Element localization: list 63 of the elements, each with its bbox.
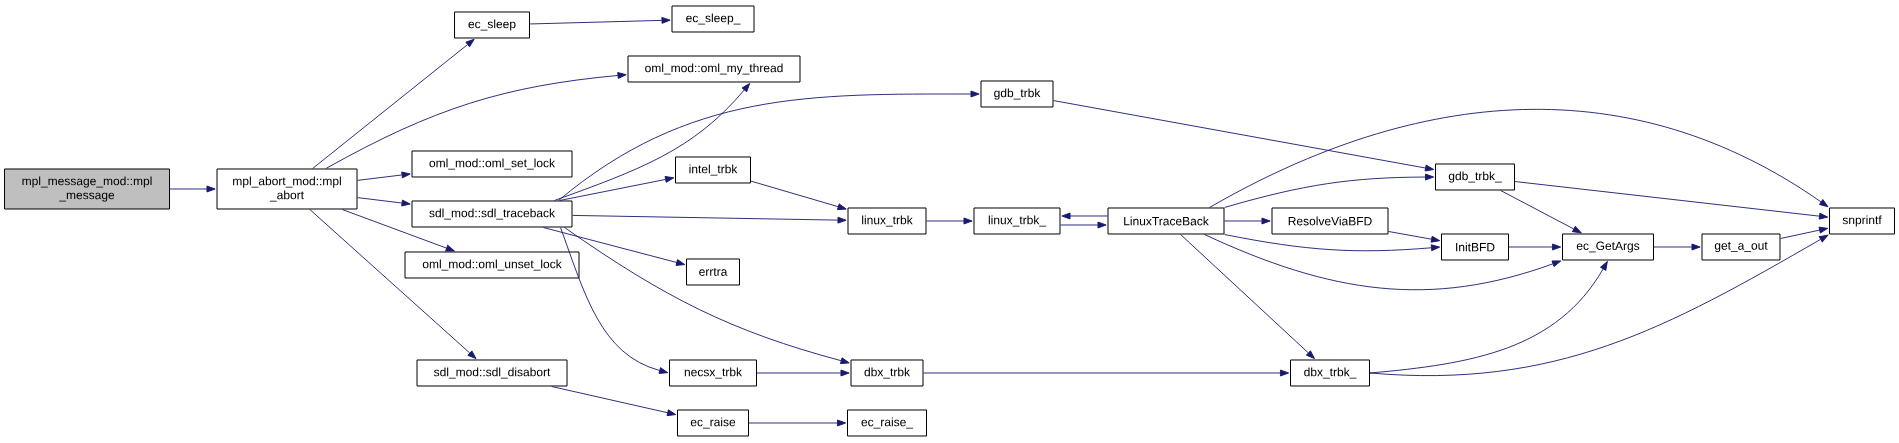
arrow: [926, 217, 973, 225]
arrow: [1061, 212, 1108, 220]
arrow: [1500, 190, 1582, 234]
function-box: gdb_trbk_: [1435, 163, 1515, 191]
arrow: [1209, 109, 1829, 208]
arrow: [1180, 234, 1315, 359]
function-box: intel_trbk: [675, 156, 751, 184]
function-box: dbx_trbk: [850, 359, 924, 387]
function-box: oml_mod::oml_unset_lock: [404, 251, 580, 279]
function-box: oml_mod::oml_set_lock: [411, 150, 573, 178]
function-box: linux_trbk: [847, 207, 927, 235]
arrow: [1224, 217, 1271, 225]
function-box: ec_GetArgs: [1562, 233, 1654, 261]
function-box: ec_sleep: [454, 11, 530, 39]
arrow: [564, 227, 850, 365]
arrow: [542, 227, 686, 266]
arrow: [357, 197, 411, 207]
arrow: [312, 38, 475, 169]
function-box: sdl_mod::sdl_disabort: [416, 359, 568, 387]
function-box: ec_sleep_: [671, 5, 755, 33]
arrow: [169, 185, 216, 193]
function-box: ec_raise_: [847, 409, 927, 437]
function-box: mpl_abort_mod::mpl _abort: [216, 168, 358, 210]
arrow: [357, 171, 411, 181]
function-box: dbx_trbk_: [1290, 359, 1370, 387]
function-box: necsx_trbk: [669, 359, 757, 387]
function-box: ec_raise: [677, 409, 749, 437]
arrow: [554, 83, 751, 201]
function-box: mpl_message_mod::mpl _message: [4, 168, 170, 210]
arrow: [1369, 234, 1829, 376]
function-box: gdb_trbk: [980, 80, 1054, 108]
function-box: InitBFD: [1441, 233, 1509, 261]
arrow: [529, 16, 671, 25]
arrow: [748, 419, 847, 427]
arrow: [1204, 234, 1562, 291]
function-box: snprintf: [1829, 207, 1895, 235]
arrow: [559, 176, 675, 201]
arrow: [1514, 181, 1829, 220]
arrow: [551, 386, 677, 417]
function-box: get_a_out: [1701, 233, 1781, 261]
arrow: [756, 369, 850, 377]
arrow: [325, 72, 627, 169]
arrow: [1224, 173, 1435, 208]
arrow: [1224, 234, 1441, 252]
function-box: oml_mod::oml_my_thread: [627, 55, 801, 83]
arrow: [1060, 221, 1107, 229]
arrow: [923, 369, 1290, 377]
arrow: [560, 227, 669, 374]
arrow: [558, 90, 980, 201]
arrow: [750, 180, 847, 211]
arrow: [1053, 100, 1435, 172]
arrow: [1653, 243, 1701, 251]
function-box: LinuxTraceBack: [1107, 207, 1225, 235]
arrow: [1388, 231, 1441, 243]
function-box: linux_trbk_: [973, 207, 1061, 235]
arrow: [341, 209, 455, 252]
function-box: sdl_mod::sdl_traceback: [411, 200, 573, 228]
function-box: errtra: [686, 258, 740, 286]
function-box: ResolveViaBFD: [1271, 207, 1389, 235]
arrow: [309, 209, 477, 360]
arrow: [572, 214, 847, 224]
arrow: [1780, 226, 1829, 239]
arrow: [1508, 243, 1562, 251]
